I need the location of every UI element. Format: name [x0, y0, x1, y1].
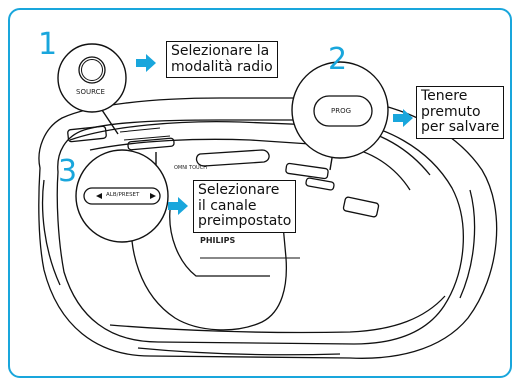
brand-label: PHILIPS [200, 236, 236, 245]
step-number-2: 2 [328, 42, 348, 77]
callout-step-2-line: per salvare [421, 119, 500, 135]
source-button [78, 56, 106, 84]
prog-button-label: PROG [331, 107, 352, 115]
callout-step-2-line: Tenere [421, 88, 468, 104]
cd-door [130, 211, 288, 331]
arrow-icon [136, 54, 156, 72]
boombox-body [38, 97, 498, 359]
callout-step-1: Selezionare la modalità radio [166, 41, 278, 78]
preset-button-label: ALB/PRESET [106, 192, 140, 198]
panel-label: OMNI TOUCH [174, 165, 207, 171]
source-button-label: SOURCE [76, 88, 105, 96]
callout-step-2: Tenere premuto per salvare [416, 86, 505, 139]
callout-step-3-line: Selezionare [198, 182, 280, 198]
arrow-icon [393, 109, 413, 127]
callout-step-3: Selezionare il canale preimpostato [193, 180, 297, 233]
prog-button [313, 95, 373, 127]
step-number-1: 1 [38, 27, 58, 62]
callout-step-1-line: modalità radio [171, 58, 273, 75]
display-slot [195, 149, 270, 167]
callout-step-3-line: il canale [198, 197, 257, 214]
callout-step-3-line: preimpostato [198, 213, 292, 229]
arrow-icon [168, 197, 188, 215]
callout-step-2-line: premuto [421, 103, 481, 120]
step-number-3: 3 [58, 154, 78, 189]
preset-button [83, 187, 161, 205]
callout-step-1-line: Selezionare la [171, 43, 270, 59]
